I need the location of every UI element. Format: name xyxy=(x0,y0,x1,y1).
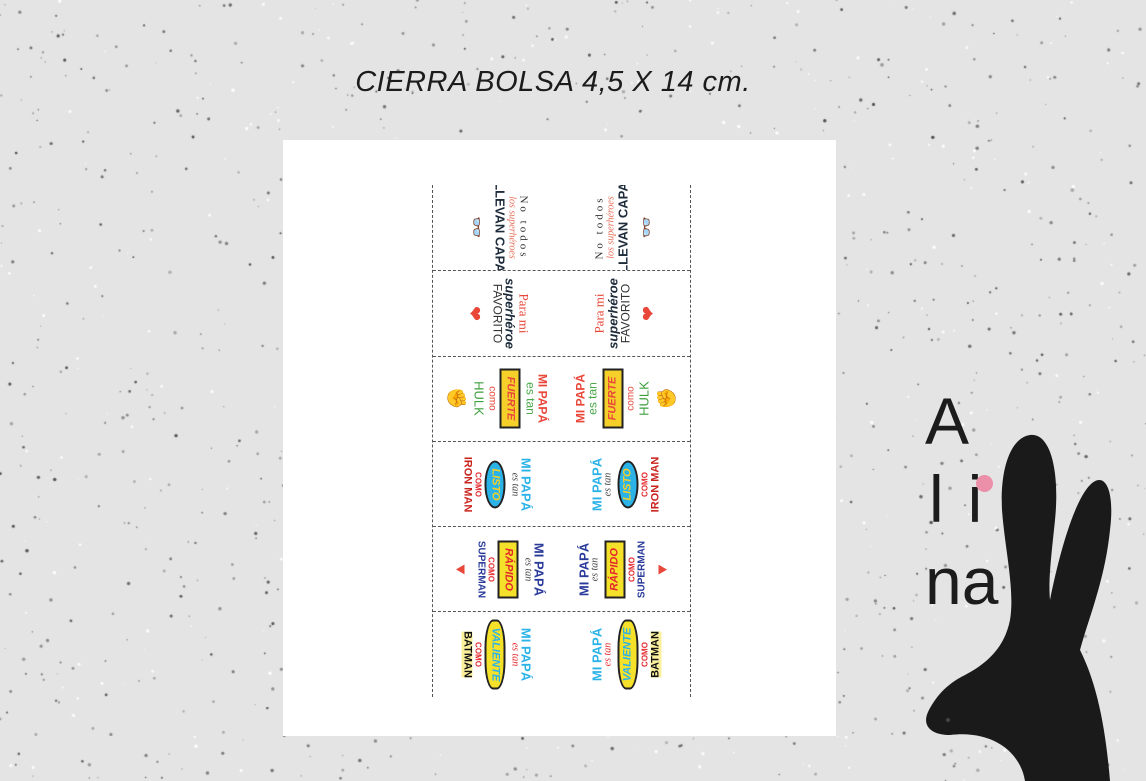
sticker-text: FAVORITO xyxy=(490,283,505,344)
sticker-text: No todos xyxy=(517,195,530,260)
logo-letters-li: li xyxy=(929,462,1007,536)
sticker-text: IRON MAN xyxy=(649,456,662,512)
sticker-text: MI PAPÁ xyxy=(588,628,604,682)
sticker-text: HULK xyxy=(636,381,652,417)
sticker-text: LLEVAN CAPA xyxy=(615,185,631,271)
sticker-text: es tan xyxy=(523,382,538,416)
cape-icon: ⯆ xyxy=(653,562,674,577)
sticker-text: es tan xyxy=(509,642,521,667)
sticker-text: COMO xyxy=(486,556,496,582)
sticker-text: BATMAN xyxy=(649,631,662,679)
glasses-icon: 👓 xyxy=(636,216,657,239)
fist-icon: ✊ xyxy=(446,387,467,410)
sticker-text: como xyxy=(625,386,637,411)
sticker-text: No todos xyxy=(593,195,606,260)
sticker-text: es tan xyxy=(602,642,614,667)
sticker-text: es tan xyxy=(585,382,600,416)
logo-pink-dot xyxy=(976,475,993,492)
sticker-text: RÁPIDO xyxy=(497,539,519,599)
sticker-text: FUERTE xyxy=(602,368,624,429)
sticker-text: MI PAPÁ xyxy=(575,542,591,596)
sticker-text: FUERTE xyxy=(499,368,521,429)
sticker-text: IRON MAN xyxy=(461,456,474,512)
product-panel xyxy=(283,140,836,736)
sticker-text: COMO xyxy=(473,642,483,668)
glasses-icon: 👓 xyxy=(466,216,487,239)
rabbit-silhouette-icon xyxy=(926,434,1112,781)
sticker-text: RÁPIDO xyxy=(604,539,626,599)
sticker-text: BATMAN xyxy=(461,631,474,679)
sticker-text: VALIENTE xyxy=(617,619,639,690)
page-title: CIERRA BOLSA 4,5 X 14 cm. xyxy=(355,66,751,98)
sticker-text: es tan xyxy=(522,557,534,582)
heart-icon: ❤ xyxy=(464,305,485,321)
sticker-text: LISTO xyxy=(484,459,506,509)
heart-icon: ❤ xyxy=(638,305,659,321)
sticker-text: superhéroe xyxy=(503,278,519,349)
sticker-text: los superhéroes xyxy=(507,196,519,259)
sticker-text: SUPERMAN xyxy=(636,540,648,598)
sticker-text: VALIENTE xyxy=(484,619,506,690)
sticker-text: MI PAPÁ xyxy=(519,457,535,511)
sticker-text: FAVORITO xyxy=(618,283,633,344)
sticker-text: Para mi xyxy=(591,293,607,334)
sticker-text: MI PAPÁ xyxy=(536,374,551,424)
sticker-text: MI PAPÁ xyxy=(572,374,587,424)
sticker-text: es tan xyxy=(509,472,521,496)
sticker-text: es tan xyxy=(589,557,601,582)
sticker-text: como xyxy=(486,386,498,411)
sticker-text: MI PAPÁ xyxy=(588,457,604,511)
sticker-text: MI PAPÁ xyxy=(519,628,535,682)
sticker-text: LISTO xyxy=(617,459,639,509)
sticker-text: superhéroe xyxy=(604,278,620,349)
cape-icon: ⯆ xyxy=(449,562,470,577)
sticker-text: HULK xyxy=(471,381,487,417)
fist-icon: ✊ xyxy=(656,387,677,410)
sticker-text: Para mi xyxy=(516,293,532,334)
sticker-text: SUPERMAN xyxy=(475,540,487,598)
sticker-text: LLEVAN CAPA xyxy=(492,185,508,271)
sticker-text: es tan xyxy=(602,472,614,496)
sticker-text: MI PAPÁ xyxy=(532,542,548,596)
logo-letters-na: na xyxy=(925,544,999,618)
sticker-text: COMO xyxy=(473,471,483,497)
logo-letter-a: A xyxy=(925,384,970,458)
